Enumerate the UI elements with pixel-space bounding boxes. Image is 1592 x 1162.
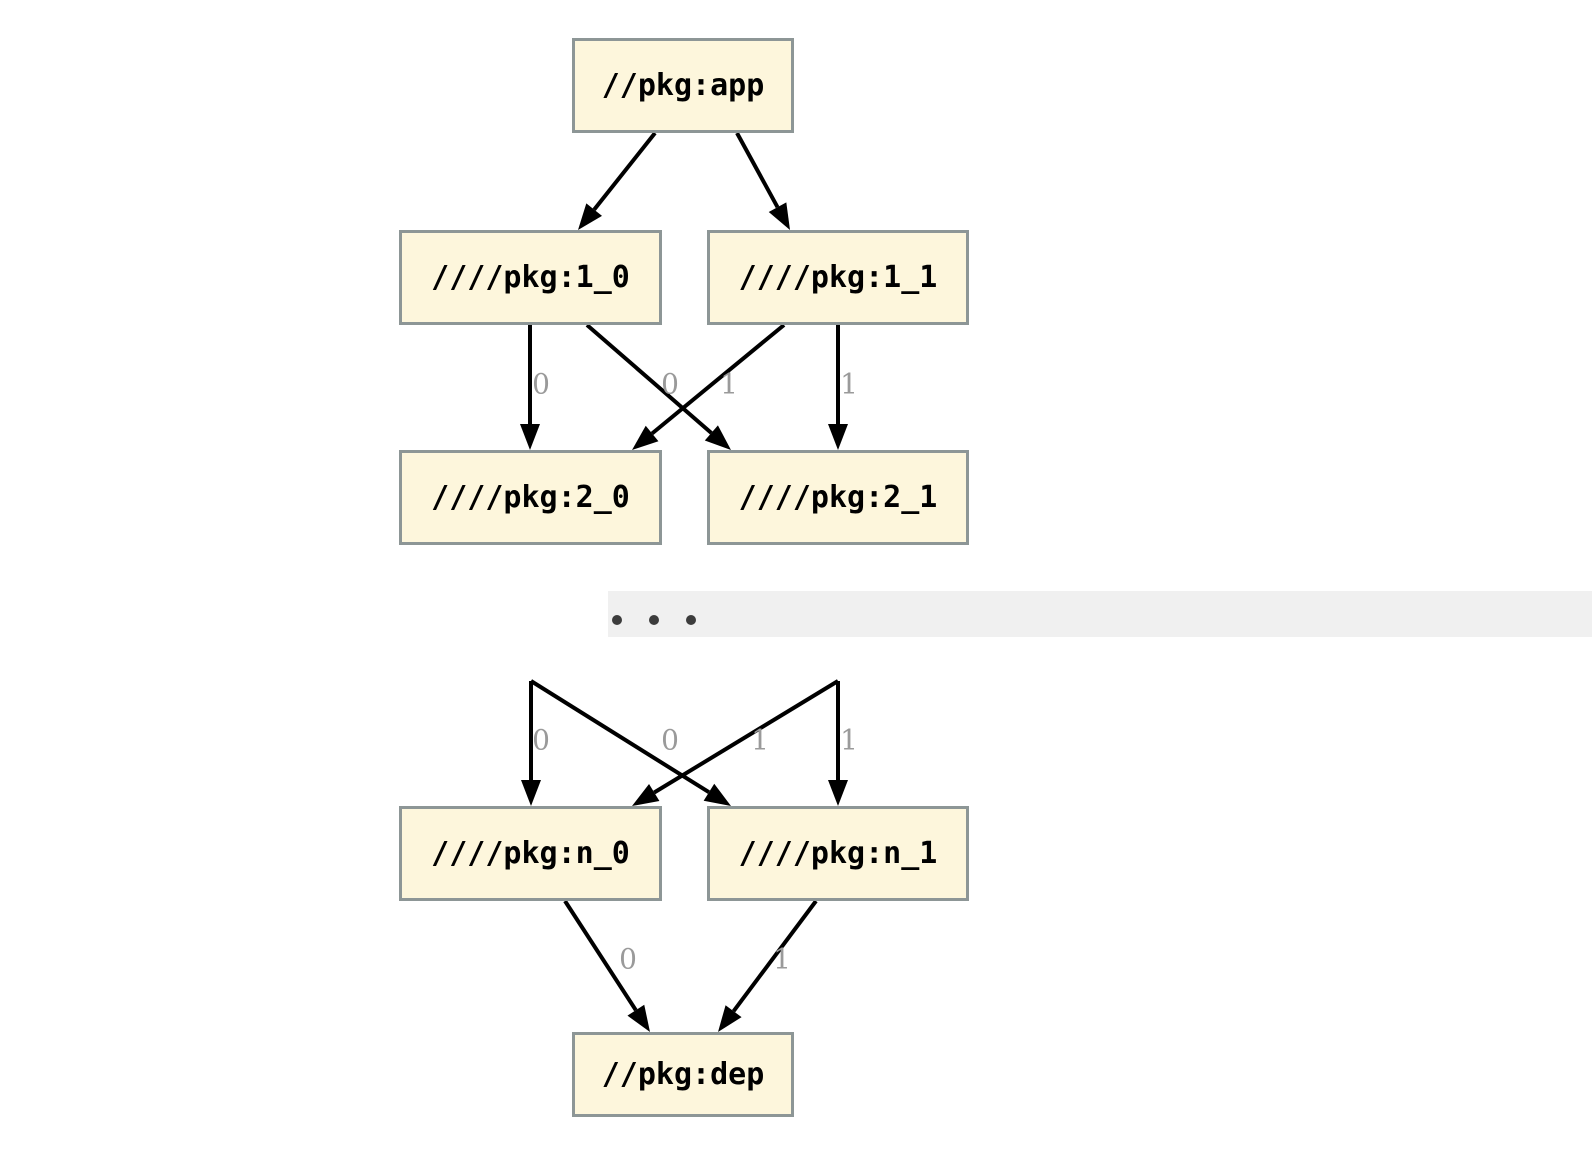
node-nn_1[interactable]: ////pkg:n_1 [707,806,969,901]
edge-label: 1 [840,368,858,401]
edge-e-x-n_0: 0 [521,681,550,806]
node-n1_0[interactable]: ////pkg:1_0 [399,230,662,325]
node-box[interactable] [572,38,794,133]
edge-arrowhead [520,424,540,450]
edge-line [735,132,780,209]
ellipsis-dots [612,615,696,625]
edge-line [650,323,786,436]
edge-line [529,679,711,794]
edge-arrowhead [828,424,848,450]
edge-label: 0 [619,943,637,976]
edge-arrowhead [632,783,660,806]
edge-line [731,899,818,1013]
edge-e-y-n_0: 1 [632,679,840,806]
edge-arrowhead [718,1005,742,1032]
node-label: ////pkg:n_0 [431,836,630,871]
edge-e-n_0-dep: 0 [563,899,650,1032]
node-n2_1[interactable]: ////pkg:2_1 [707,450,969,545]
edge-arrowhead [578,203,602,230]
ellipsis-dot-2 [686,615,696,625]
edge-label: 0 [532,368,550,401]
edges-layer: 0 0 1 1 0 0 1 1 0 1 [520,131,858,1032]
edge-e-y-n_1: 1 [828,681,858,806]
edge-e-x-n_1: 0 [529,679,731,806]
edge-label: 1 [720,368,738,401]
edge-arrowhead [632,425,659,450]
edge-e-1_1-2_0: 1 [632,323,786,450]
edge-line [585,323,713,435]
node-box[interactable] [572,1032,794,1117]
node-n1_1[interactable]: ////pkg:1_1 [707,230,969,325]
node-label: ////pkg:2_1 [739,480,938,515]
edge-line [653,679,840,795]
edge-arrowhead [828,780,848,806]
edge-e-app-1_1 [735,132,790,230]
edge-arrowhead [627,1004,650,1032]
edge-e-1_0-2_0: 0 [520,325,550,450]
nodes-layer: //pkg:app ////pkg:1_0 ////pkg:1_1 ////pkg:2… [399,38,969,1117]
edge-label: 1 [840,724,858,757]
node-label: //pkg:app [602,68,765,103]
node-box[interactable] [707,806,969,901]
node-n2_0[interactable]: ////pkg:2_0 [399,450,662,545]
edge-label: 0 [661,724,679,757]
node-label: ////pkg:1_1 [739,260,938,295]
edge-line [592,131,657,211]
node-label: ////pkg:2_0 [431,480,630,515]
edge-arrowhead [521,780,541,806]
edge-e-app-1_0 [578,131,657,230]
edge-e-1_1-2_1: 1 [828,325,858,450]
node-box[interactable] [399,450,662,545]
node-box[interactable] [399,806,662,901]
edge-label: 0 [661,368,679,401]
edge-arrowhead [768,202,790,230]
ellipsis-band [608,591,1592,637]
node-box[interactable] [707,450,969,545]
node-label: ////pkg:1_0 [431,260,630,295]
edge-line [563,899,638,1012]
ellipsis-dot-0 [612,615,622,625]
node-label: //pkg:dep [602,1057,765,1092]
edge-arrowhead [704,425,731,450]
edge-label: 0 [532,724,550,757]
ellipsis-dot-1 [649,615,659,625]
node-nn_0[interactable]: ////pkg:n_0 [399,806,662,901]
node-app[interactable]: //pkg:app [572,38,794,133]
edge-label: 1 [773,943,791,976]
edge-label: 1 [751,724,769,757]
edge-e-1_0-2_1: 0 [585,323,731,450]
edge-e-n_1-dep: 1 [718,899,818,1032]
ellipsis-separator [608,591,1592,637]
edge-arrowhead [703,783,731,806]
node-box[interactable] [399,230,662,325]
node-dep[interactable]: //pkg:dep [572,1032,794,1117]
node-label: ////pkg:n_1 [739,836,938,871]
node-box[interactable] [707,230,969,325]
